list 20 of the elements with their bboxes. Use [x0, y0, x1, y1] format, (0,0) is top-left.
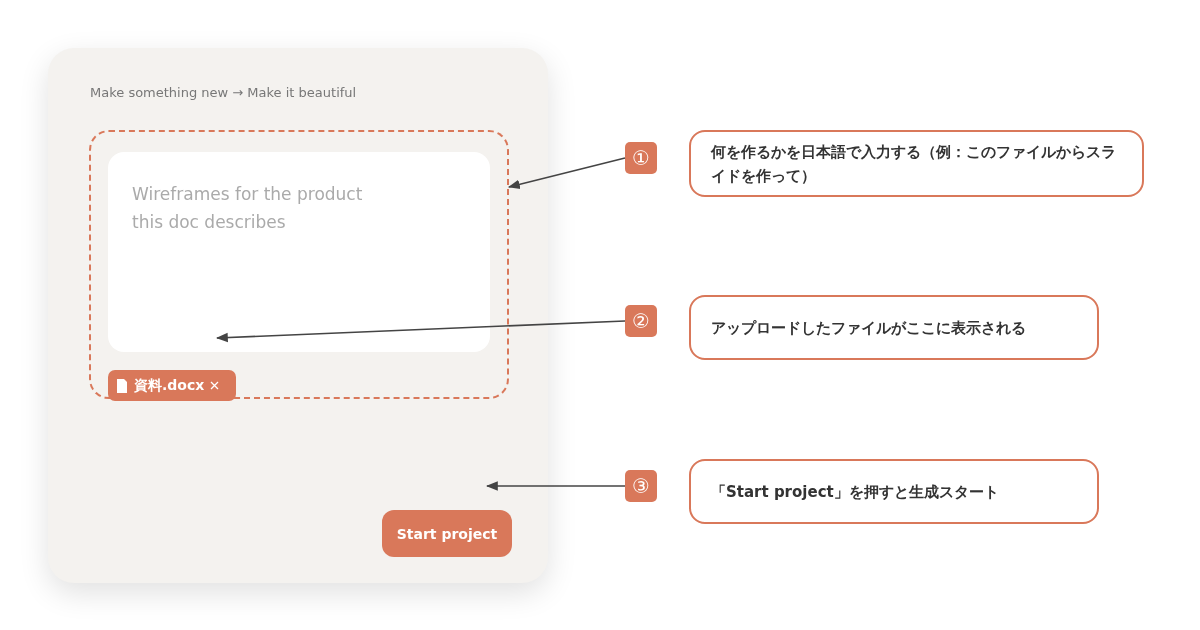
- placeholder-text: Wireframes for the product this doc describes: [132, 183, 364, 234]
- file-name-text: 資料.docx: [134, 376, 205, 395]
- card-panel: [48, 48, 548, 583]
- upload-drop-zone: [89, 130, 509, 399]
- step-number-badge: ③: [625, 470, 657, 502]
- prompt-input-field: [108, 152, 490, 352]
- callout-text: 何を作るかを日本語で入力する（例：このファイルからスライドを作って）: [711, 141, 1117, 187]
- heading-text: Make something new → Make it beautiful: [90, 85, 357, 100]
- file-chip: [108, 370, 236, 401]
- callout-box: [689, 459, 1099, 524]
- callout-text: 「Start project」を押すと生成スタート: [711, 481, 999, 503]
- callout-box: [689, 295, 1099, 360]
- callout-box: [689, 130, 1144, 197]
- step-number-badge: ①: [625, 142, 657, 174]
- start-project-button: Start project: [382, 510, 512, 557]
- step-number-badge: ②: [625, 305, 657, 337]
- arrow: [215, 320, 626, 343]
- arrow: [507, 157, 626, 190]
- callout-text: アップロードしたファイルがここに表示される: [711, 317, 1026, 339]
- arrow: [485, 481, 626, 491]
